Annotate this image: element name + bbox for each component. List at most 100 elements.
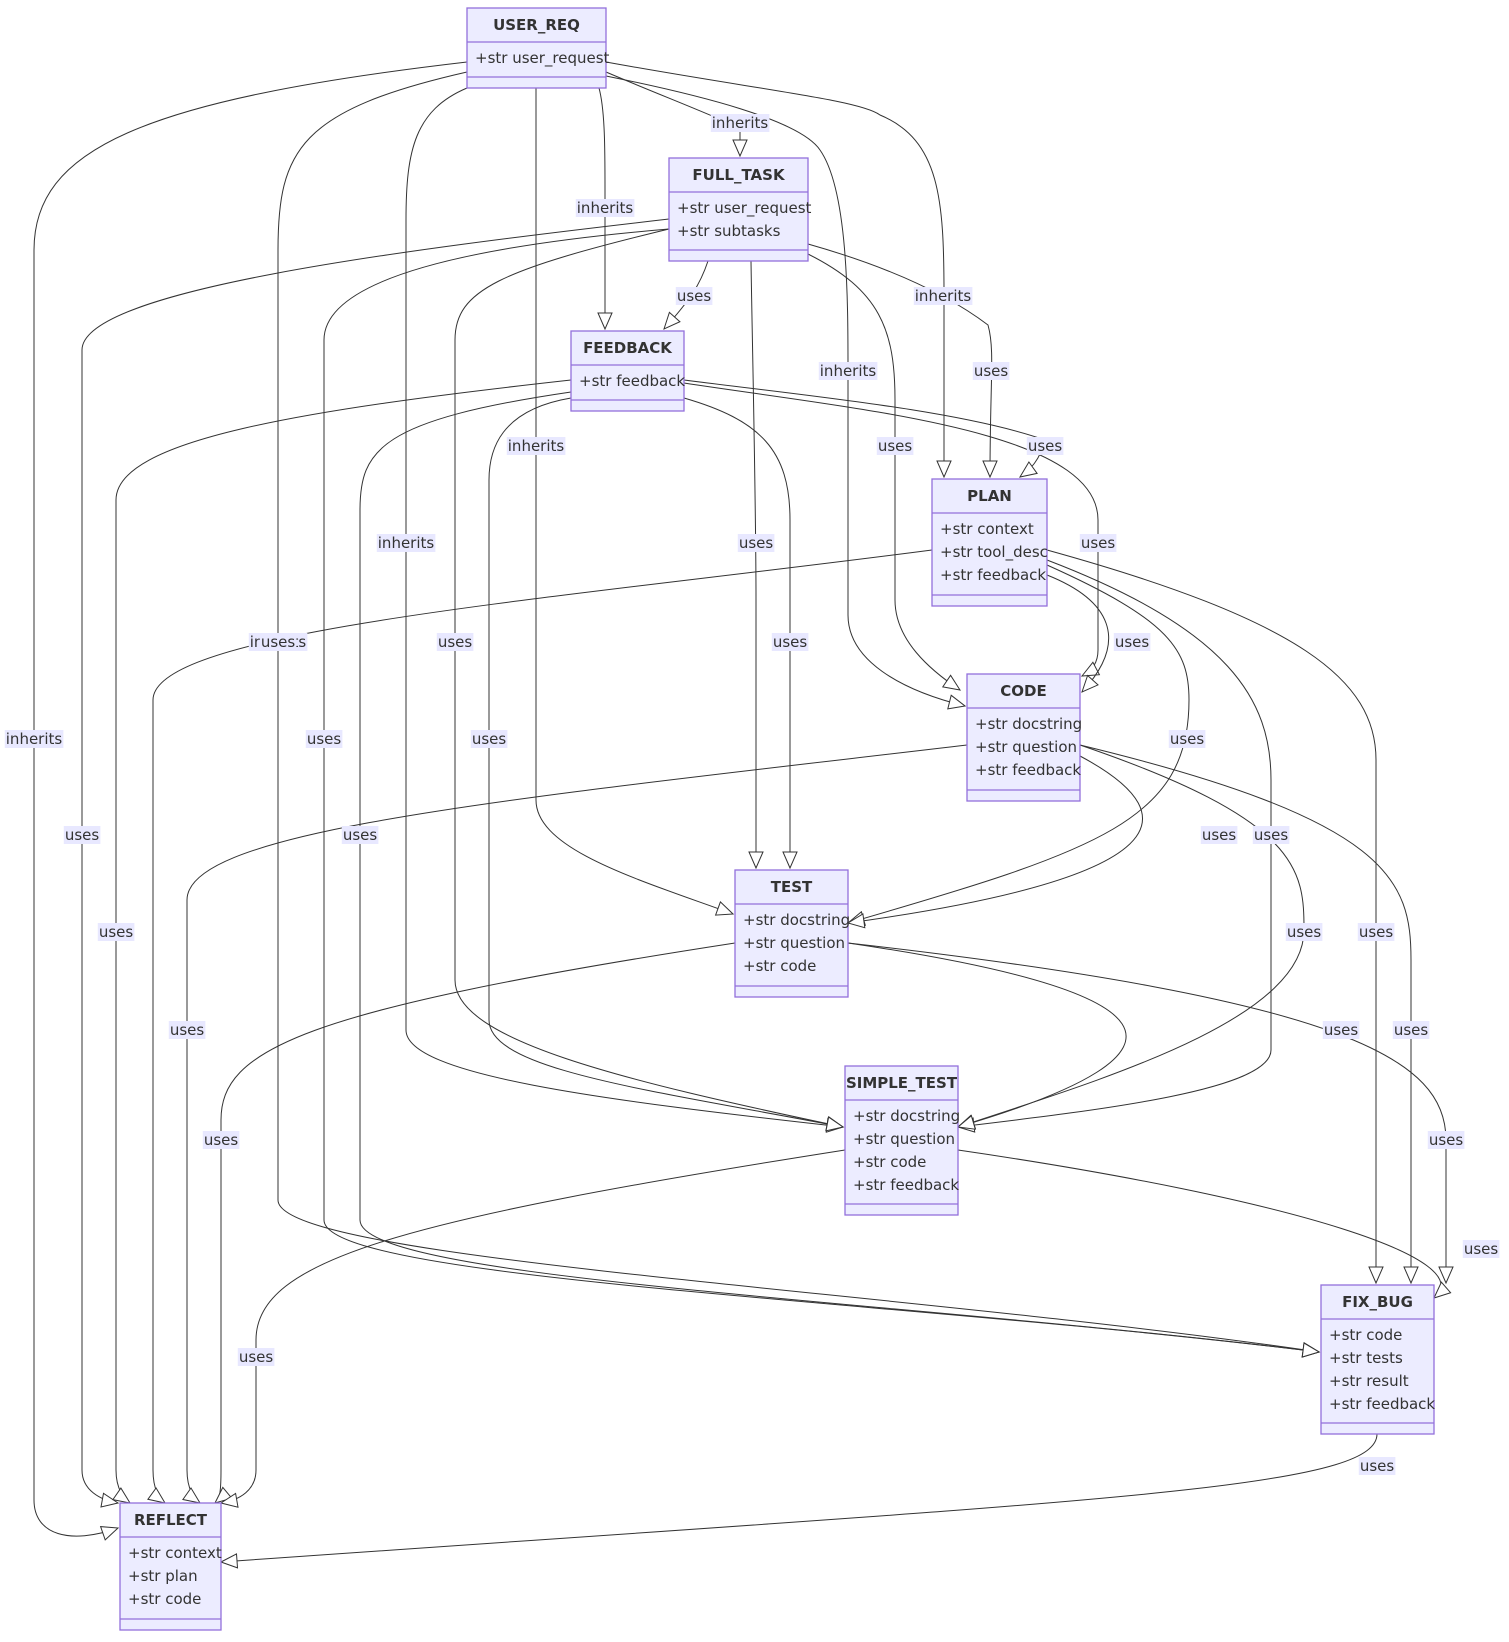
edge-label-full-task-to-simple-test: uses [436,633,474,651]
arrowhead [182,1487,202,1504]
edge-label-full-task-to-reflect: uses [63,826,101,844]
edge-line [488,397,844,1128]
edge-line [598,87,606,329]
arrowhead [936,460,952,479]
edge-label-bg [1357,923,1395,941]
class-attribute: +str user_request [677,199,812,218]
edge-label-bg [341,826,379,844]
arrowhead [714,901,735,916]
edge-label-test-to-reflect: uses [202,1131,240,1149]
class-name: SIMPLE_TEST [846,1074,958,1092]
edge-label-text: uses [739,534,774,552]
edge-code-to-test [846,755,1143,929]
edge-full-task-to-test [748,260,764,870]
arrowhead [732,139,748,158]
edge-line [683,379,1046,478]
edge-label-full-task-to-plan: uses [972,362,1010,380]
edge-label-text: inherits [820,362,877,380]
class-attribute: +str code [128,1590,201,1608]
class-box [844,1065,959,1216]
edge-label-plan-to-simple-test: uses [1252,826,1290,844]
edge-label-bg [913,287,973,305]
edge-label-text: uses [1254,826,1289,844]
edge-plan-to-code [1046,574,1110,693]
edge-label-text: uses [1115,633,1150,651]
edge-label-bg [436,633,474,651]
edge-label-text: inherits [378,534,435,552]
edge-label-full-task-to-test: uses [737,534,775,552]
class-node-reflect: REFLECT+str context+str plan+str code [119,1502,222,1631]
edge-label-text: uses [1359,923,1394,941]
edge-label-bg [876,437,914,455]
class-attribute: +str docstring [743,911,850,929]
edge-label-user-req-to-feedback: inherits [575,199,635,217]
edge-line [957,1149,1442,1299]
class-node-simple-test: SIMPLE_TEST+str docstring+str question+s… [844,1065,960,1216]
edge-line [807,253,961,691]
class-box [1320,1284,1435,1435]
edge-label-bg [470,730,508,748]
class-attribute: +str tests [1329,1349,1403,1367]
edge-label-plan-to-code: uses [1113,633,1151,651]
edge-label-simple-test-to-fix-bug: uses [1462,1240,1500,1258]
edge-label-user-req-to-reflect: inherits [4,730,64,748]
class-node-user-req: USER_REQ +str user_request [466,7,610,89]
class-node-test: TEST+str docstring+str question+str code [734,869,850,998]
edge-code-to-fix-bug [1079,744,1419,1285]
edge-line [186,744,968,1504]
edge-label-text: uses [1324,1021,1359,1039]
arrowhead [1301,1342,1321,1358]
edge-full-task-to-code [807,253,962,691]
edge-label-bg [1392,1021,1430,1039]
edge-label-full-task-to-feedback: uses [675,287,713,305]
edge-label-simple-test-to-reflect: uses [237,1348,275,1366]
edge-label-bg [1358,1457,1396,1475]
class-attribute: +str tool_desc [940,543,1048,562]
edge-label-bg [972,362,1010,380]
edge-label-bg [237,1348,275,1366]
edge-line [33,61,468,1537]
edge-line [214,942,736,1504]
edge-line [847,755,1143,924]
arrowhead [1018,461,1038,478]
edge-label-text: uses [204,1131,239,1149]
edge-label-user-req-to-test: inherits [506,437,566,455]
class-name: FULL_TASK [692,166,786,184]
edge-label-feedback-to-plan: uses [1026,437,1064,455]
edge-label-bg [818,362,878,380]
class-name: PLAN [967,487,1012,505]
edge-line [847,942,1127,1128]
class-attribute: +str question [743,934,845,952]
class-attribute: +str result [1329,1372,1409,1390]
edge-label-bg [1026,437,1064,455]
class-attribute: +str docstring [975,715,1082,733]
arrowhead [112,1487,132,1504]
edge-line [750,260,757,868]
class-name: USER_REQ [493,16,580,34]
edge-label-feedback-to-simple-test: uses [470,730,508,748]
edge-label-feedback-to-fix-bug: uses [341,826,379,844]
class-attribute: +str context [128,1544,222,1562]
arrowhead [846,913,866,929]
edge-feedback-to-simple-test [488,397,845,1132]
edge-label-bg [305,730,343,748]
class-attribute: +str subtasks [677,222,781,240]
edge-line [1046,549,1377,1283]
class-attribute: +str question [975,738,1077,756]
edge-line [605,75,966,707]
edge-label-code-to-test: uses [1200,826,1238,844]
edge-label-text: uses [170,1021,205,1039]
arrowhead [1433,1281,1452,1299]
class-attribute: +str user_request [475,49,610,68]
edge-label-bg [202,1131,240,1149]
edge-full-task-to-fix-bug [323,228,1321,1358]
edge-label-text: uses [472,730,507,748]
arrowhead [100,1492,120,1508]
class-box [119,1502,222,1631]
edge-line [807,243,993,478]
edge-plan-to-fix-bug [1046,549,1384,1285]
edge-label-text: uses [1360,1457,1395,1475]
edge-label-bg [1113,633,1151,651]
edge-label-code-to-reflect: uses [168,1021,206,1039]
